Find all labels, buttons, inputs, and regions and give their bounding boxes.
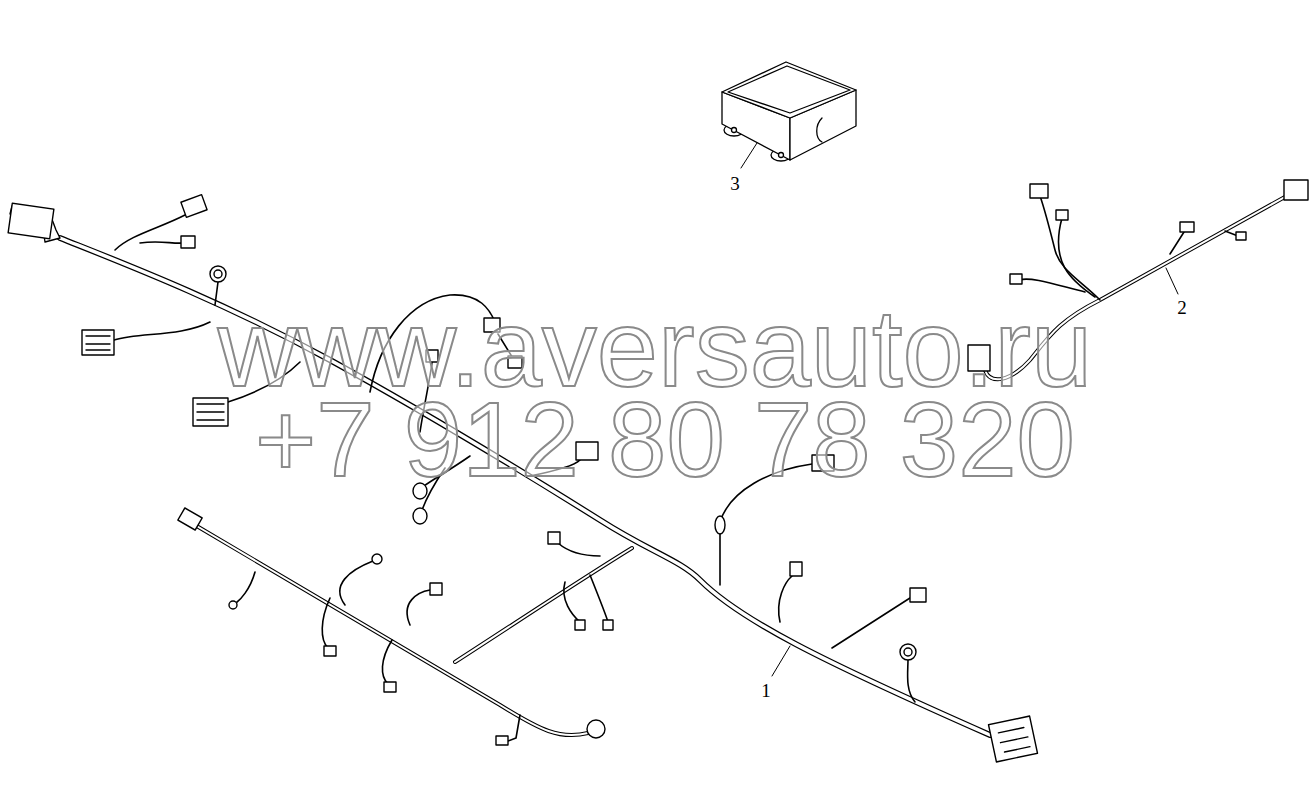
callout-number: 3 [728,173,742,194]
watermark: www.aversauto.ru [218,293,1092,403]
callout-number: 2 [1175,297,1189,318]
callout-number: 1 [759,680,773,701]
watermark: +7 912 80 78 320 [255,388,1075,493]
